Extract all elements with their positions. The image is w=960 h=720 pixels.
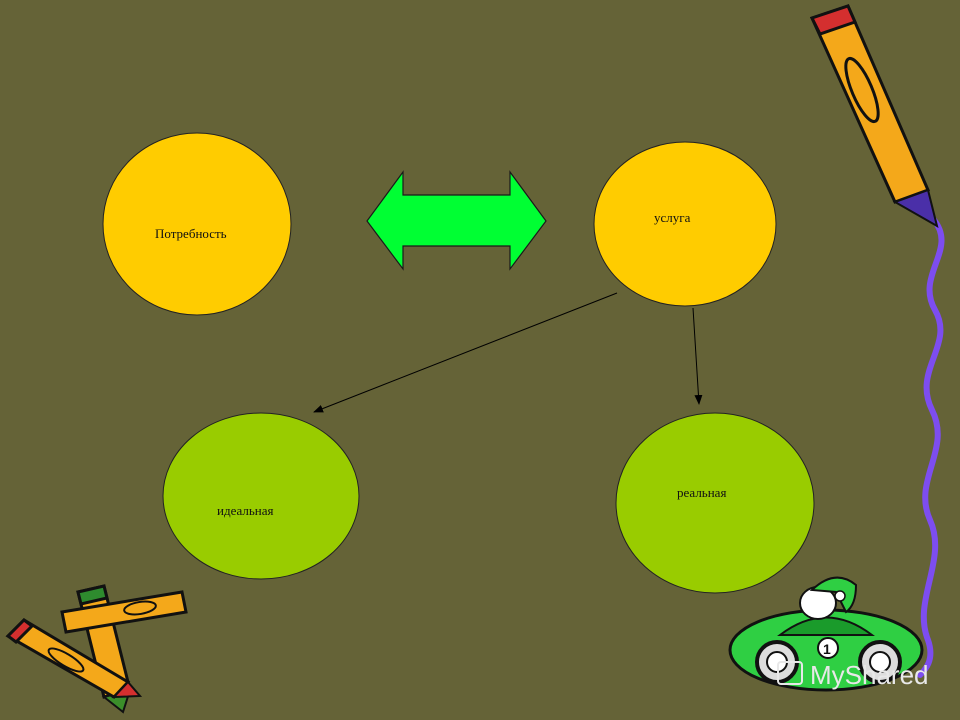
- node-real: реальная: [615, 412, 815, 594]
- car-number-badge: [817, 637, 839, 659]
- car-cockpit: [777, 616, 875, 636]
- connector-service-to-ideal: [313, 292, 618, 413]
- watermark: MyShared: [777, 660, 929, 690]
- helmet-badge: [834, 590, 846, 602]
- node-ideal-label: идеальная: [217, 503, 274, 518]
- pencil-band: [844, 56, 880, 124]
- pencil-a-eraser: [76, 584, 109, 606]
- pencil-tip: [892, 188, 939, 229]
- node-ideal-circle: [162, 412, 360, 580]
- pencil-c-tip: [111, 680, 143, 699]
- pencil-b-band: [123, 600, 157, 616]
- node-ideal: идеальная: [162, 412, 360, 580]
- node-service-circle: [593, 141, 777, 307]
- node-service: услуга: [593, 141, 777, 307]
- pencil-c-band: [47, 647, 85, 673]
- node-need-label: Потребность: [155, 226, 227, 241]
- node-real-label: реальная: [677, 485, 726, 500]
- crossed-pencils-icon: [5, 584, 188, 714]
- connector-service-to-real: [692, 307, 703, 405]
- driver-helmet: [809, 576, 858, 614]
- car-wheel-right-hub: [869, 651, 891, 673]
- car-number: 1: [823, 641, 831, 657]
- pencil-icon: [809, 4, 945, 678]
- pencil-body: [809, 4, 931, 204]
- double-arrow: [366, 170, 547, 271]
- pencil-c-eraser: [5, 618, 35, 644]
- node-service-label: услуга: [654, 210, 691, 225]
- node-need: Потребность: [102, 132, 292, 316]
- node-real-circle: [615, 412, 815, 594]
- node-need-circle: [102, 132, 292, 316]
- pencil-eraser: [809, 4, 858, 36]
- pencil-squiggle: [917, 217, 945, 678]
- watermark-text: MyShared: [810, 660, 929, 690]
- watermark-logo-icon: [777, 661, 803, 685]
